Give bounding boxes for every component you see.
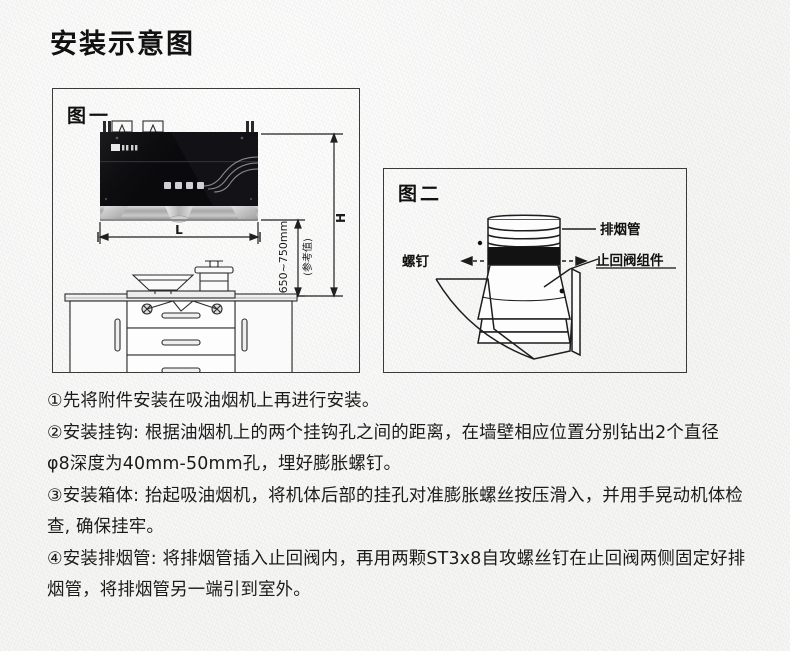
installation-steps-list: ①先将附件安装在吸油烟机上再进行安装。 ②安装挂钩: 根据油烟机上的两个挂钩孔之… — [47, 386, 747, 607]
dimension-label-clearance: 650~750mm — [277, 221, 290, 294]
pipe-clamp-band — [488, 247, 560, 264]
hood-mounting-hooks — [111, 120, 164, 133]
step-item: ③安装箱体: 抬起吸油烟机，将机体后部的挂孔对准膨胀螺丝按压滑入，并用手晃动机体… — [47, 485, 744, 538]
label-exhaust-pipe: 排烟管 — [600, 221, 641, 238]
hood-top-tabs — [103, 121, 254, 132]
figure-one-illustration: L — [64, 120, 348, 372]
check-valve-assembly — [477, 264, 571, 344]
leader-screw — [460, 255, 484, 267]
step-item: ①先将附件安装在吸油烟机上再进行安装。 — [47, 391, 380, 411]
kitchen-cabinet — [64, 293, 298, 372]
page-title: 安装示意图 — [50, 29, 195, 60]
step-item: ④安装排烟管: 将排烟管插入止回阀内，再用两颗ST3x8自攻螺丝钉在止回阀两侧固… — [47, 548, 746, 601]
range-hood-body — [100, 132, 259, 206]
dimension-label-H: H — [334, 213, 348, 223]
range-hood-base — [100, 206, 258, 223]
figure-one-frame: 图一 — [52, 88, 360, 373]
dimension-label-clearance-note: (参考值) — [301, 238, 314, 276]
figure-two-illustration: 排烟管 止回阀组件 螺钉 — [402, 214, 676, 360]
dimension-line-total-height — [261, 132, 343, 298]
label-check-valve-assembly: 止回阀组件 — [596, 252, 664, 269]
label-screw: 螺钉 — [402, 253, 429, 270]
step-item: ②安装挂钩: 根据油烟机上的两个挂钩孔之间的距离，在墙壁相应位置分别钻出2个直径… — [47, 422, 720, 475]
dimension-label-L: L — [175, 223, 183, 237]
pot — [194, 260, 234, 292]
figure-two-frame: 图二 — [383, 168, 687, 373]
